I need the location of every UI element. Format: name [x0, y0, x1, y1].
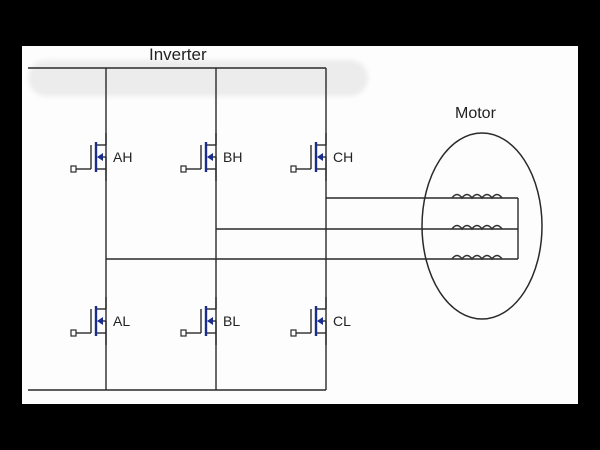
switch-label-al: AL [113, 313, 130, 329]
header-smudge [28, 60, 368, 96]
switch-ah-mosfet-icon [69, 131, 108, 183]
switch-label-ch: CH [333, 149, 353, 165]
switch-bh-mosfet-icon [179, 131, 218, 183]
switch-label-bh: BH [223, 149, 242, 165]
inverter-label: Inverter [149, 45, 207, 64]
switch-cl-mosfet-icon [289, 295, 328, 347]
diagram-panel [22, 46, 578, 404]
switch-label-cl: CL [333, 313, 351, 329]
switch-label-ah: AH [113, 149, 132, 165]
switch-al-mosfet-icon [69, 295, 108, 347]
switch-label-bl: BL [223, 313, 240, 329]
motor-label: Motor [455, 105, 497, 122]
switch-ch-mosfet-icon [289, 131, 328, 183]
motor-housing [421, 132, 543, 320]
switch-bl-mosfet-icon [179, 295, 218, 347]
